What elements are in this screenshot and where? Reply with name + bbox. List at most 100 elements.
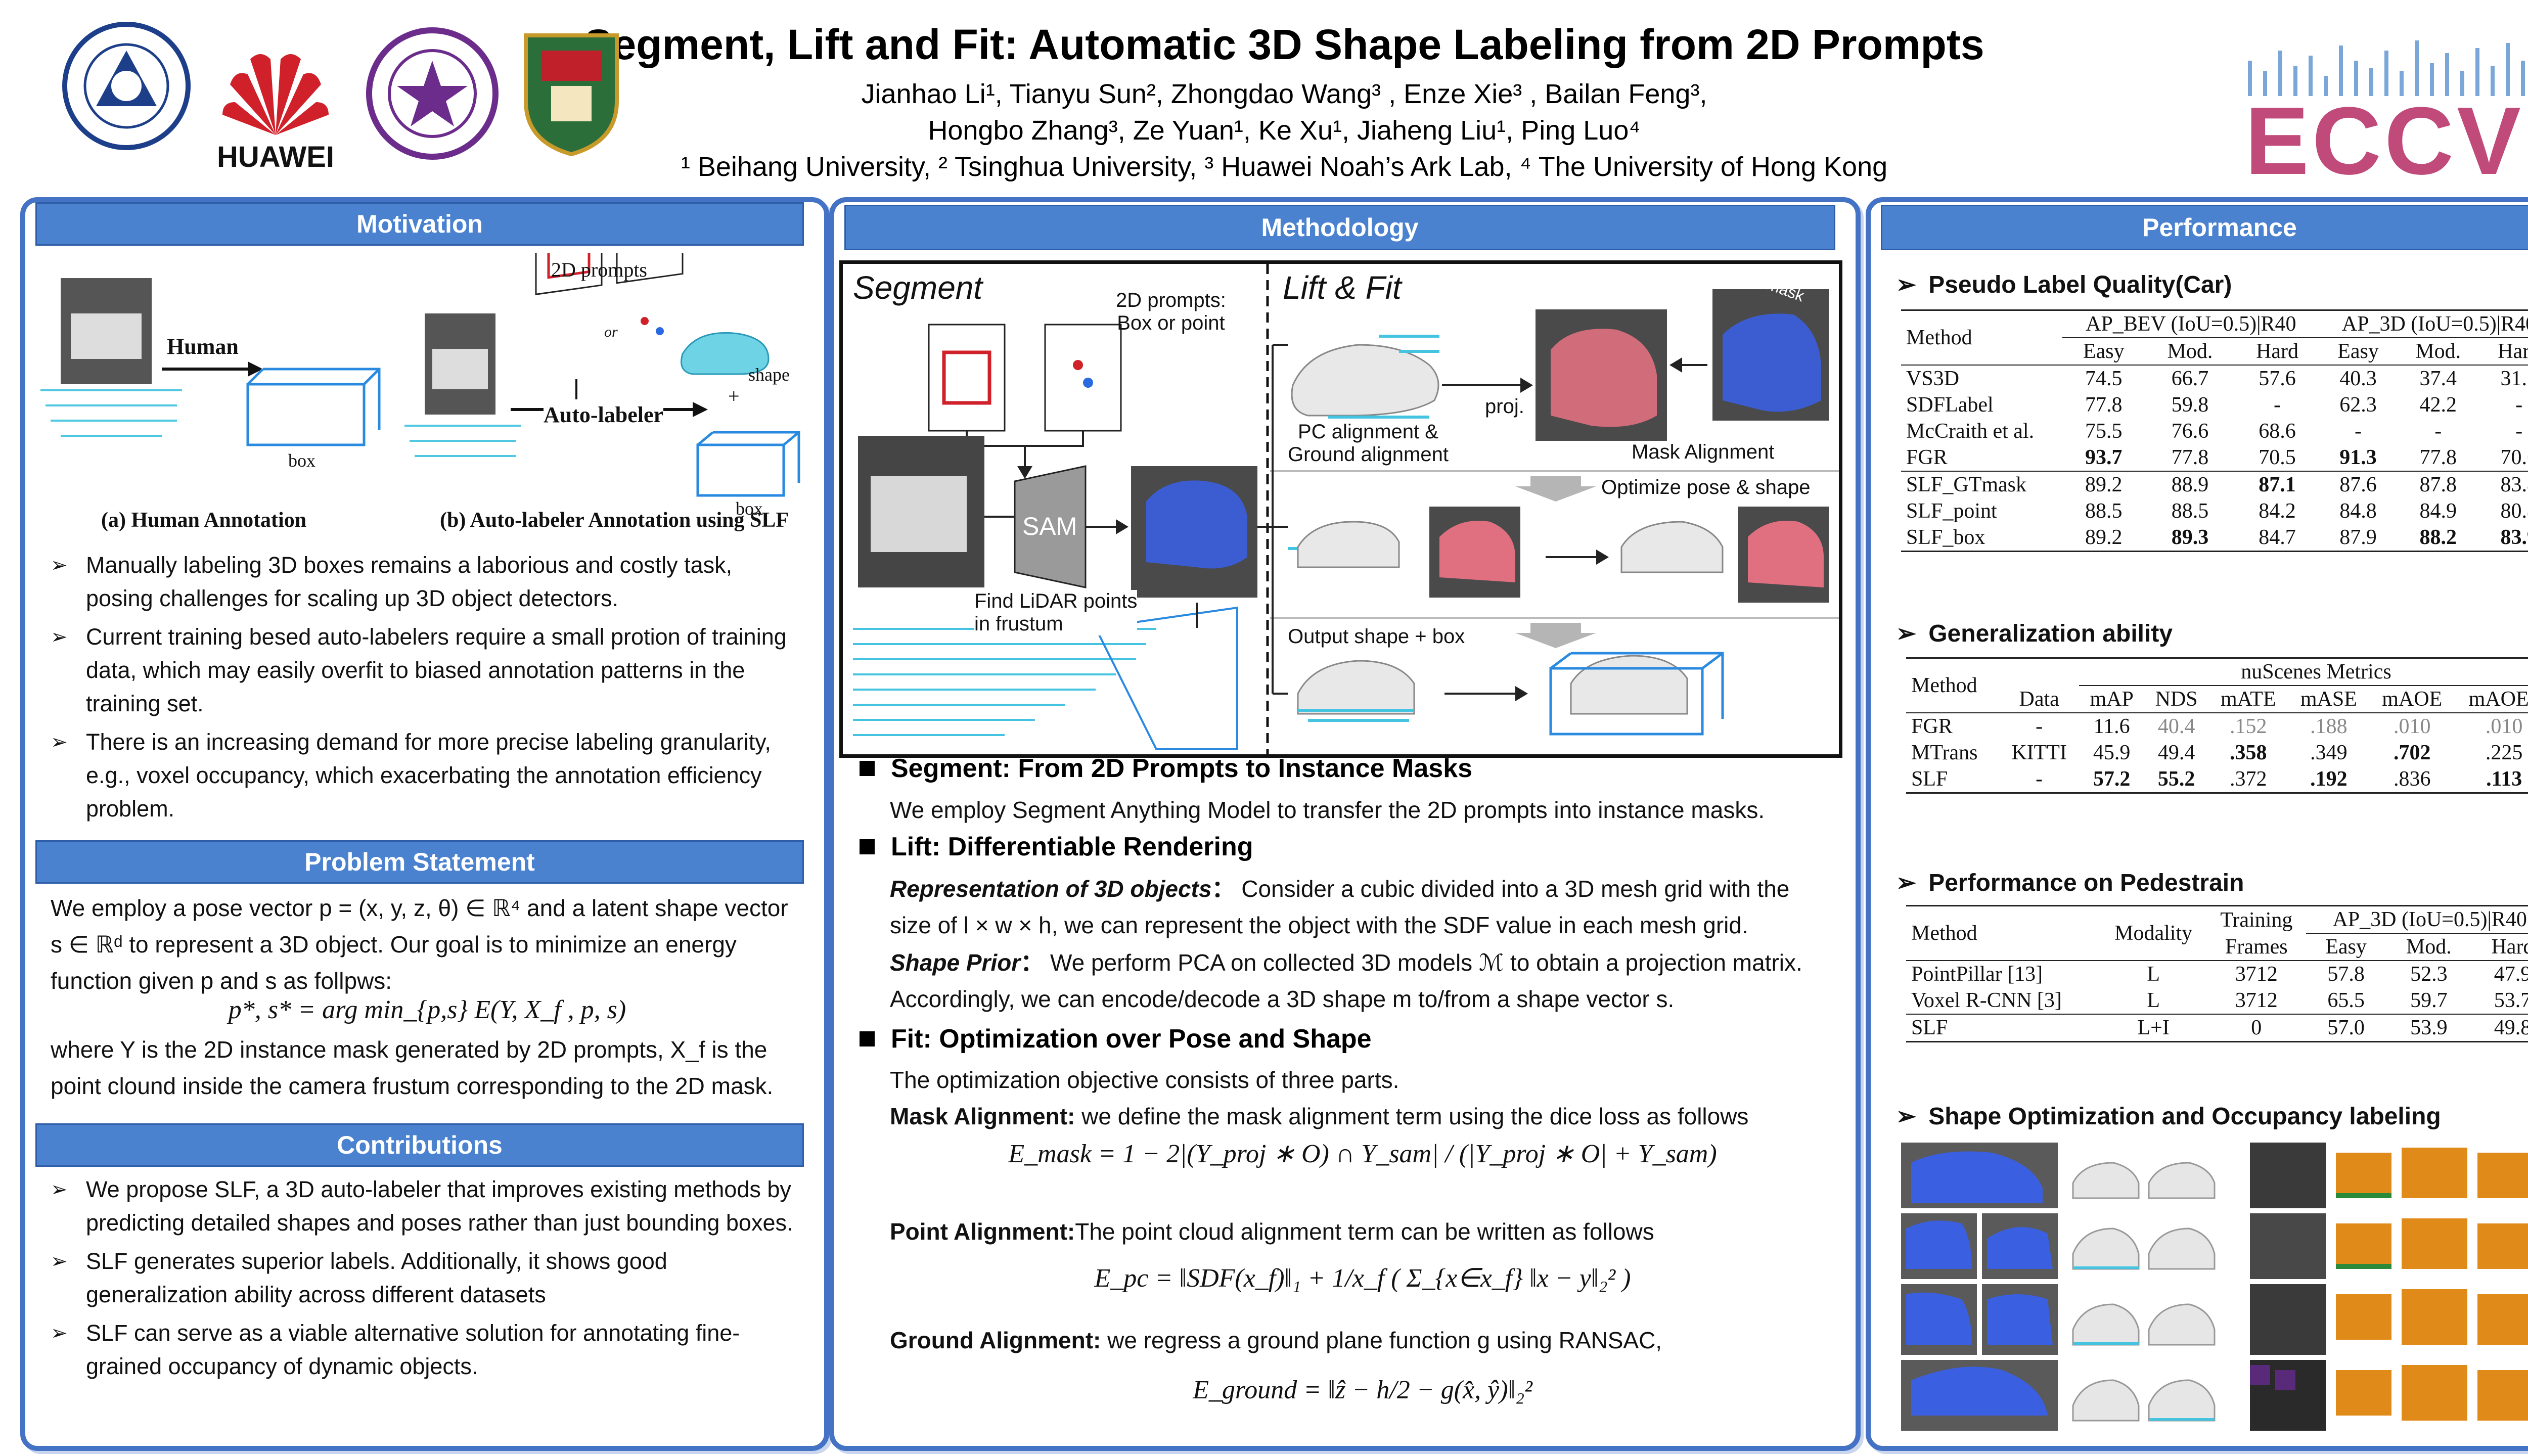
box-label: box (288, 450, 315, 471)
motivation-bullets: ➢Manually labeling 3D boxes remains a la… (51, 549, 804, 831)
ground-equation: E_ground = ‖ẑ − h/2 − g(x̂, ŷ)‖₂² (1193, 1376, 1532, 1404)
t1-3d-header: AP_3D (IoU=0.5)|R40 (2319, 310, 2528, 338)
problem-paragraph-2: where Y is the 2D instance mask generate… (51, 1036, 774, 1099)
cell: .372 (2230, 767, 2267, 791)
contributions-heading: Contributions (35, 1123, 804, 1167)
col-header: mAP (2090, 688, 2134, 711)
t2-heading: ➢Generalization ability (1896, 619, 2173, 648)
point-alignment-text: Point Alignment:The point cloud alignmen… (890, 1213, 1835, 1250)
cell: Voxel R-CNN [3] (1911, 989, 2062, 1012)
author-list: Jianhao Li¹, Tianyu Sun², Zhongdao Wang³… (556, 76, 2012, 185)
cell: 88.2 (2419, 526, 2457, 549)
method-figure: Segment Lift & Fit 2D prompts: Box or po… (839, 260, 1842, 758)
t3-method-header: Method (1911, 922, 1977, 945)
cell: .113 (2486, 767, 2522, 791)
cell: 47.9 (2494, 963, 2528, 986)
cell: - (2434, 420, 2442, 443)
cell: .358 (2230, 741, 2267, 764)
shape-label: shape (748, 365, 790, 385)
cell: 57.0 (2327, 1016, 2365, 1039)
t2-metrics-header: nuScenes Metrics (2079, 658, 2528, 686)
col-header: mAOE (2382, 688, 2443, 711)
cell: 66.7 (2171, 367, 2209, 390)
t3-modality-header: Modality (2114, 922, 2193, 945)
plus-label: + (728, 385, 740, 407)
cell: 77.8 (2419, 446, 2457, 469)
t2-method-header: Method (1911, 674, 1977, 697)
find-label-2: in frustum (974, 613, 1063, 635)
cell: 84.8 (2339, 499, 2377, 523)
proj-label: proj. (1485, 395, 1524, 418)
t1-bev-header: AP_BEV (IoU=0.5)|R40 (2062, 310, 2320, 338)
bullet-text: There is an increasing demand for more p… (86, 729, 771, 822)
fit-text: The optimization objective consists of t… (890, 1067, 1400, 1093)
square-bullet-icon (860, 761, 875, 776)
pc-align-label: PC alignment & Ground alignment (1288, 421, 1449, 466)
cell: SLF (1911, 1016, 1948, 1039)
cell: 59.8 (2171, 393, 2209, 417)
cell: 84.7 (2259, 526, 2296, 549)
cell: 11.6 (2093, 715, 2130, 738)
motivation-bullet: ➢There is an increasing demand for more … (51, 725, 804, 826)
cell: 93.7 (2085, 446, 2123, 469)
contribution-bullets: ➢We propose SLF, a 3D auto-labeler that … (51, 1173, 804, 1388)
problem-equation: p*, s* = arg min_{p,s} E(Y, X_f , p, s) (228, 995, 626, 1024)
cell: - (2274, 393, 2281, 417)
prompts-label: 2D prompts (551, 258, 647, 281)
affiliations: ¹ Beihang University, ² Tsinghua Univers… (681, 152, 1888, 182)
segment-heading-text: Segment: From 2D Prompts to Instance Mas… (891, 754, 1473, 783)
cell: 91.3 (2339, 446, 2377, 469)
bullet-text: SLF can serve as a viable alternative so… (86, 1320, 740, 1379)
cell: 88.5 (2171, 499, 2209, 523)
cell: 83.9 (2500, 526, 2528, 549)
problem-heading: Problem Statement (35, 840, 804, 884)
cell: 84.9 (2419, 499, 2457, 523)
t3-heading: ➢Performance on Pedestrain (1896, 869, 2244, 897)
col-header: mASE (2300, 688, 2357, 711)
cell: SLF_point (1906, 499, 1997, 523)
bullet-text: SLF generates superior labels. Additiona… (86, 1248, 667, 1307)
cell: 40.3 (2339, 367, 2377, 390)
square-bullet-icon (860, 1031, 875, 1046)
cell: .192 (2310, 767, 2348, 791)
or-label: or (604, 324, 618, 340)
col-header: Data (2019, 687, 2059, 711)
cell: 77.8 (2171, 446, 2209, 469)
shape-occupancy-gallery (1901, 1143, 2528, 1431)
lift-heading-text: Lift: Differentiable Rendering (891, 832, 1253, 861)
cell: .188 (2310, 715, 2348, 738)
methodology-heading: Methodology (844, 205, 1835, 250)
segment-text: We employ Segment Anything Model to tran… (890, 797, 1765, 823)
cell: 55.2 (2157, 767, 2195, 791)
cell: 70.6 (2500, 446, 2528, 469)
cell: 45.9 (2093, 741, 2131, 764)
mask-equation: E_mask = 1 − 2|(Y_proj ∗ O) ∩ Y_sam| / (… (1008, 1140, 1717, 1168)
col-header: Hard (2256, 340, 2299, 363)
col-header: Easy (2083, 340, 2125, 363)
fit-heading-text: Fit: Optimization over Pose and Shape (891, 1024, 1372, 1054)
human-label: Human (167, 334, 239, 359)
cell: .152 (2230, 715, 2267, 738)
caption-b: (b) Auto-labeler Annotation using SLF (440, 509, 789, 532)
cell: - (2355, 420, 2362, 443)
cell: 76.6 (2171, 420, 2209, 443)
contribution-bullet: ➢SLF generates superior labels. Addition… (51, 1245, 804, 1311)
prior-label: Shape Prior (890, 949, 1021, 976)
cell: 31.1 (2500, 367, 2528, 390)
cell: - (2036, 767, 2043, 791)
cell: 87.6 (2339, 473, 2377, 496)
ground-alignment-label: Ground Alignment: (890, 1327, 1101, 1353)
cell: VS3D (1906, 367, 1960, 390)
arrow-bullet-icon: ➢ (1896, 271, 1917, 298)
motivation-bullet: ➢Current training besed auto-labelers re… (51, 620, 804, 720)
caption-a: (a) Human Annotation (101, 509, 307, 532)
cell: 40.4 (2157, 715, 2195, 738)
col-header: Mod. (2415, 340, 2461, 363)
mask-alignment-text: Mask Alignment: we define the mask align… (890, 1098, 1835, 1134)
ground-alignment-body: we regress a ground plane function g usi… (1101, 1327, 1662, 1353)
